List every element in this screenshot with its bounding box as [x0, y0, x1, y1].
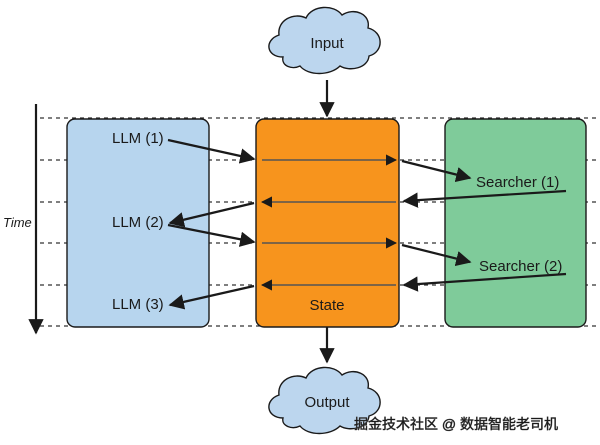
- time-label-background: [2, 212, 34, 232]
- arrow-searcher2-to-state: [402, 272, 567, 292]
- searcher-step-1-label: Searcher (1): [476, 174, 559, 191]
- llm-step-3-label: LLM (3): [112, 296, 164, 313]
- llm-step-1-label: LLM (1): [112, 130, 164, 147]
- output-cloud-shape: [268, 366, 381, 435]
- input-cloud-shape: [268, 6, 381, 75]
- state-internal-arrows: [260, 154, 398, 291]
- llm-step-2-label: LLM (2): [112, 214, 164, 231]
- output-label: Output: [304, 394, 350, 411]
- input-cloud: Input: [268, 6, 381, 75]
- llm-column: [66, 118, 210, 328]
- input-label: Input: [310, 35, 344, 52]
- state-label: State: [309, 297, 344, 314]
- watermark-text: 掘金技术社区 @ 数据智能老司机: [354, 416, 558, 432]
- time-label: Time: [3, 215, 32, 230]
- arrow-llm1-to-state: [167, 138, 256, 164]
- searcher-column: [444, 118, 587, 328]
- time-axis: Time: [2, 104, 44, 335]
- arrow-state-to-searcher1: [401, 159, 472, 183]
- state-column: [255, 118, 400, 328]
- arrow-searcher1-to-state: [402, 189, 567, 208]
- arrow-llm2-to-state: [167, 223, 256, 247]
- flow-arrows: [167, 138, 567, 310]
- searcher-step-2-label: Searcher (2): [479, 258, 562, 275]
- arrow-state-to-llm2: [168, 201, 255, 228]
- arrow-state-to-searcher2: [401, 243, 472, 267]
- output-cloud: Output: [268, 366, 381, 435]
- arrow-state-to-llm3: [168, 284, 255, 310]
